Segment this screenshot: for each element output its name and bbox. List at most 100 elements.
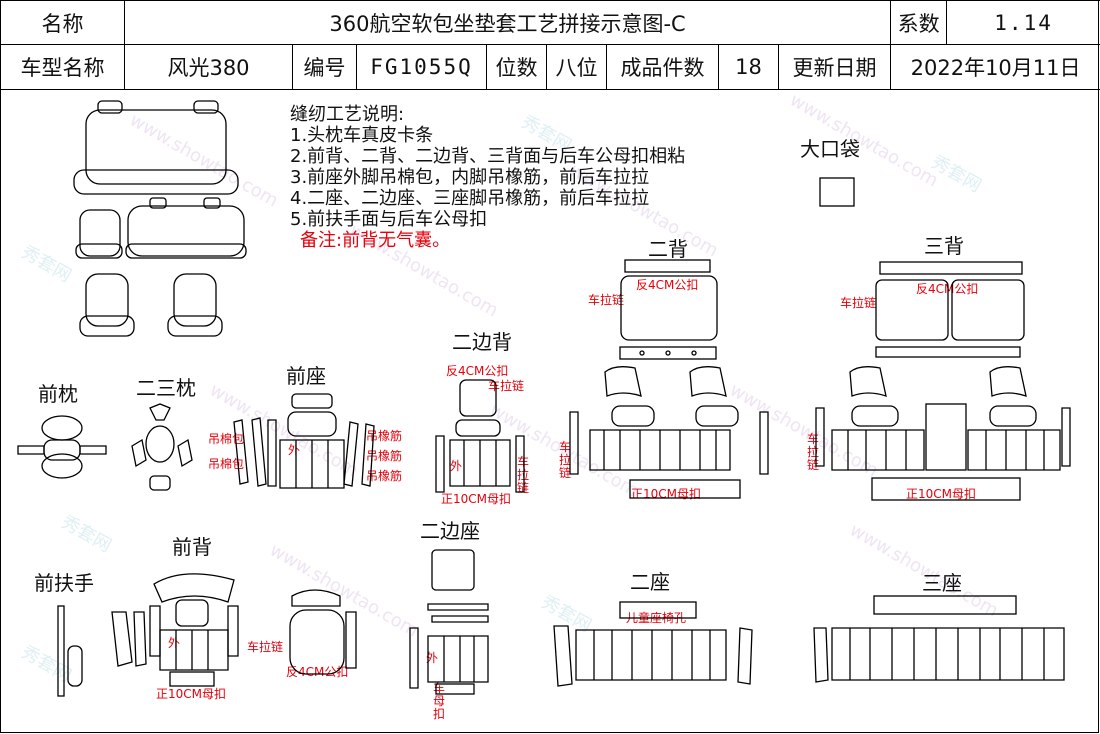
side-seat-panel <box>431 549 475 591</box>
side-strip <box>569 411 579 475</box>
annotation-hang-cotton: 吊棉包 <box>208 457 245 471</box>
notes-title: 缝纫工艺说明: <box>290 104 405 125</box>
annotation-zipper-vertical: 车拉链 <box>516 455 529 495</box>
side-seat-edge <box>409 627 419 689</box>
side-strip <box>1061 407 1071 467</box>
third-back-seat-pieces <box>815 366 1071 501</box>
front-back-panel <box>175 599 209 627</box>
bolster-piece <box>849 366 887 397</box>
side-back-seams <box>463 440 497 486</box>
front-back-side-pieces <box>111 611 147 667</box>
notes-line: 2.前背、二背、二边背、三背面与后车公母扣相粘 <box>290 146 686 167</box>
seat-cushion-row <box>967 429 1061 471</box>
snap-dot <box>665 350 671 356</box>
front-seat-outline <box>79 209 121 257</box>
captain-seat-outline <box>173 273 217 327</box>
annotation-female-snap: 正10CM母扣 <box>156 687 227 701</box>
front-armrest-pattern <box>57 605 83 697</box>
armrest-strip <box>57 605 65 697</box>
notes-line: 5.前扶手面与后车公母扣 <box>290 209 488 230</box>
header-table: 名称 360航空软包坐垫套工艺拼接示意图-C 系数 1.14 车型名称 风光38… <box>0 0 1100 90</box>
armrest-pad <box>67 645 83 687</box>
middle-seat-cushion <box>125 243 247 259</box>
headrest-center <box>43 439 81 461</box>
headrest-outline <box>203 197 221 209</box>
side-back-piece <box>455 419 501 437</box>
seat-piece <box>695 405 739 427</box>
captain-seat-outline <box>79 315 135 337</box>
label-second-back: 二背 <box>648 237 688 261</box>
label-second-seat: 二座 <box>630 570 670 594</box>
headrest-piece <box>145 425 175 463</box>
captain-seat-outline <box>85 273 129 327</box>
front-headrest-pattern <box>17 415 107 479</box>
annotation-outer: 外 <box>288 443 301 457</box>
label-front-back: 前背 <box>172 535 212 559</box>
label-front-armrest: 前扶手 <box>34 571 94 595</box>
second-back-base <box>619 346 717 360</box>
second-seat-main <box>575 629 727 681</box>
label-second-side-back: 二边背 <box>452 330 512 354</box>
seat-piece <box>851 405 899 427</box>
label-front-headrest: 前枕 <box>38 382 78 406</box>
third-back-panel-right <box>951 279 1025 341</box>
annotation-snap: 反4CM公扣 <box>916 282 979 296</box>
notes-line: 3.前座外脚吊棉包，内脚吊橡筋，前后车拉拉 <box>290 167 650 188</box>
notes-remark: 备注:前背无气囊。 <box>300 230 451 251</box>
front-back-rear-strip <box>345 611 357 669</box>
code-value: FG1055Q <box>356 44 487 90</box>
second-seat-pattern <box>553 601 753 687</box>
second-back-seat-pieces <box>569 366 769 499</box>
side-strip <box>759 411 769 475</box>
second-back-strip <box>624 259 711 273</box>
annotation-zipper: 车拉链 <box>488 379 525 393</box>
label-second-side-seat: 二边座 <box>420 519 480 543</box>
annotation-outer: 外 <box>450 459 463 473</box>
front-back-pattern <box>111 573 357 687</box>
bolster-piece <box>689 366 727 397</box>
side-seat-main <box>427 635 489 683</box>
notes-line: 1.头枕车真皮卡条 <box>290 125 434 146</box>
second-seat-side <box>553 625 573 687</box>
label-big-pocket: 大口袋 <box>800 137 860 161</box>
third-seat-main <box>831 627 1065 681</box>
sewing-notes: 缝纫工艺说明: 1.头枕车真皮卡条 2.前背、二背、二边背、三背面与后车公母扣相… <box>290 104 685 251</box>
second-seat-side <box>737 627 753 685</box>
model-label: 车型名称 <box>0 44 125 90</box>
side-seat-seams <box>443 636 475 682</box>
headrest-tab <box>149 475 171 491</box>
annotation-female-snap: 正10CM母扣 <box>631 487 702 501</box>
seats-label: 位数 <box>486 44 547 90</box>
front-back-rear-panel <box>289 609 345 675</box>
seat-seams <box>603 430 717 470</box>
captain-seat-outline <box>167 315 223 337</box>
seat-piece <box>611 405 655 427</box>
front-back-rear-top <box>291 589 341 607</box>
annotation-outer: 外 <box>426 651 439 665</box>
center-panel <box>925 403 967 471</box>
headrest-piece <box>149 403 171 421</box>
seat-seams <box>295 440 329 488</box>
headrest-outline <box>193 100 219 114</box>
front-back-top <box>153 573 235 603</box>
third-seat-side <box>813 627 829 683</box>
rear-seat-back <box>85 109 227 185</box>
seat-top-strip <box>291 393 333 409</box>
headrest-23-pattern <box>131 403 193 491</box>
third-back-pattern <box>875 261 1025 358</box>
third-back-base <box>875 346 1021 358</box>
date-label: 更新日期 <box>777 44 892 90</box>
third-seat-top <box>873 595 1017 615</box>
seat-top-panel <box>287 411 337 437</box>
side-seat-bottom <box>435 683 475 695</box>
name-label: 名称 <box>0 0 125 45</box>
annotation-snap: 反4CM公扣 <box>446 364 509 378</box>
label-third-back: 三背 <box>924 234 964 258</box>
annotation-zipper: 车拉链 <box>840 296 877 310</box>
seat-piece <box>989 405 1037 427</box>
seat-seams <box>847 430 1045 470</box>
side-strip <box>815 407 825 467</box>
headrest-outline <box>149 197 167 209</box>
